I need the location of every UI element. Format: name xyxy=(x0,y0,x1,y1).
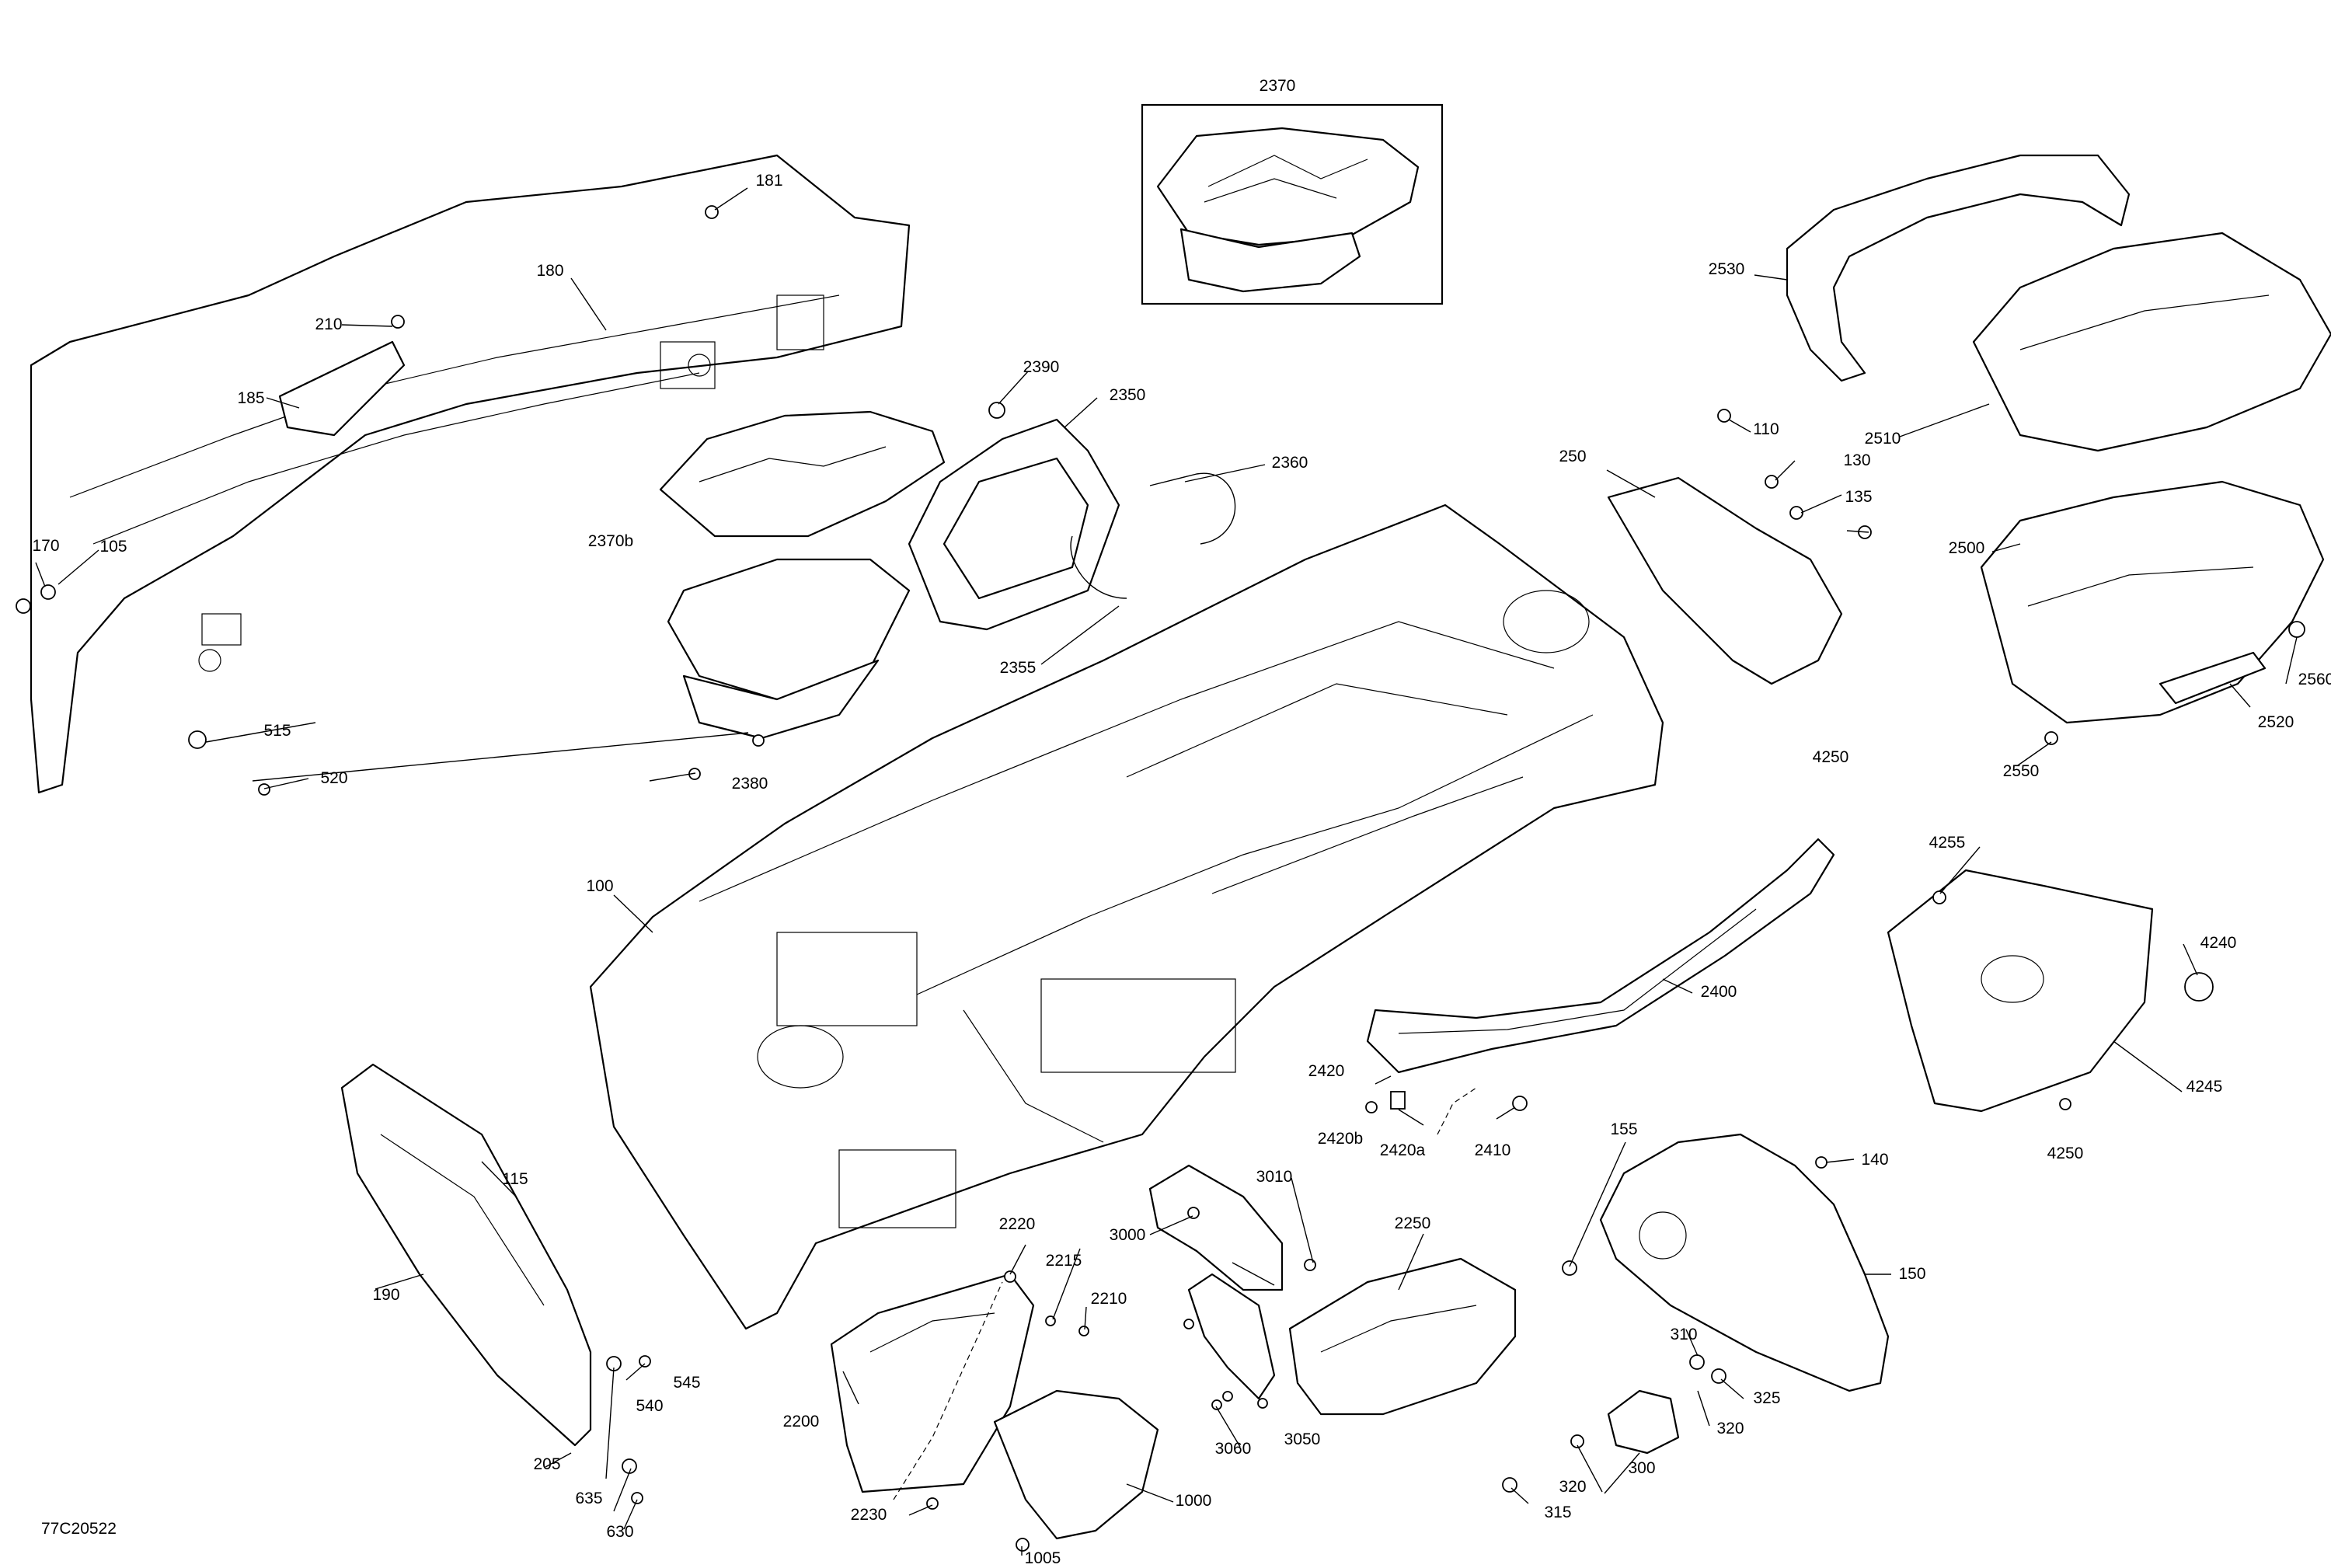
clip-2420b xyxy=(1365,1101,1378,1113)
callout-2370: 2370 xyxy=(1260,77,1296,95)
callout-315: 315 xyxy=(1544,1504,1571,1521)
cover-4245 xyxy=(1887,869,2154,1113)
leader-lines xyxy=(35,187,2298,1556)
callout-2410: 2410 xyxy=(1475,1141,1511,1159)
clip-2420a xyxy=(1390,1091,1406,1110)
center-panel-2250 xyxy=(1288,1257,1517,1416)
callout-2360: 2360 xyxy=(1272,454,1308,472)
callout-labels: 2370 181 180 210 185 170 105 515 520 239… xyxy=(32,77,2331,1567)
side-cover-150 xyxy=(1599,1133,1890,1392)
callout-2520: 2520 xyxy=(2258,713,2294,731)
callout-210: 210 xyxy=(315,315,342,333)
callout-2210: 2210 xyxy=(1091,1290,1127,1308)
callout-105: 105 xyxy=(99,538,127,556)
callout-310: 310 xyxy=(1670,1326,1697,1343)
drawing-id: 77C20522 xyxy=(41,1520,117,1538)
callout-185: 185 xyxy=(237,389,264,407)
callout-520: 520 xyxy=(320,769,347,787)
callout-181: 181 xyxy=(755,172,782,190)
gauge-bezel-2350 xyxy=(908,418,1120,631)
callout-320-left: 320 xyxy=(1559,1478,1586,1496)
bracket-185 xyxy=(278,340,406,437)
seat-cover-2370b xyxy=(659,410,946,538)
callout-3050: 3050 xyxy=(1284,1430,1321,1448)
callout-545: 545 xyxy=(673,1374,700,1392)
callout-205: 205 xyxy=(533,1455,560,1473)
callout-110: 110 xyxy=(1753,420,1779,438)
callout-1005: 1005 xyxy=(1025,1549,1061,1567)
callout-100: 100 xyxy=(586,877,613,895)
inset-box-2370 xyxy=(1141,103,1444,305)
callout-2390: 2390 xyxy=(1023,358,1060,376)
callout-2355: 2355 xyxy=(1000,659,1037,677)
callout-2420b: 2420b xyxy=(1318,1130,1363,1148)
callout-150: 150 xyxy=(1898,1265,1925,1283)
callout-2510: 2510 xyxy=(1865,430,1901,448)
rear-frame-rail-180 xyxy=(30,154,911,794)
callout-2250: 2250 xyxy=(1395,1214,1431,1232)
callout-2230: 2230 xyxy=(851,1506,887,1524)
callout-3060: 3060 xyxy=(1215,1440,1252,1458)
callout-325: 325 xyxy=(1753,1389,1780,1407)
callout-4240: 4240 xyxy=(2200,934,2237,952)
cap-4240 xyxy=(2184,972,2214,1002)
callout-2560: 2560 xyxy=(2298,671,2331,688)
callout-320-right: 320 xyxy=(1716,1420,1744,1437)
callout-190: 190 xyxy=(372,1286,399,1304)
side-panel-190 xyxy=(340,1063,592,1447)
grab-bar-2400 xyxy=(1366,838,1835,1074)
callout-3010: 3010 xyxy=(1256,1168,1293,1186)
latch-300 xyxy=(1607,1389,1680,1455)
callout-2215: 2215 xyxy=(1046,1252,1082,1270)
callout-4245: 4245 xyxy=(2186,1078,2223,1096)
storage-box-2380 xyxy=(667,558,911,740)
callout-1000: 1000 xyxy=(1176,1492,1212,1510)
callout-180: 180 xyxy=(536,262,563,280)
callout-2530: 2530 xyxy=(1709,260,1745,278)
trim-3000 xyxy=(1148,1164,1284,1291)
strip-2520 xyxy=(2159,651,2267,705)
callout-2550: 2550 xyxy=(2003,762,2040,780)
callout-300: 300 xyxy=(1628,1459,1655,1477)
callout-515: 515 xyxy=(263,722,291,740)
callout-2500: 2500 xyxy=(1949,539,1985,557)
console-panel-3050 xyxy=(1187,1273,1276,1400)
callout-630: 630 xyxy=(606,1523,633,1541)
seal-2360 xyxy=(1149,472,1236,545)
callout-130: 130 xyxy=(1843,451,1870,469)
callout-140: 140 xyxy=(1861,1151,1888,1169)
callout-2350: 2350 xyxy=(1110,386,1146,404)
callout-4255: 4255 xyxy=(1929,834,1966,852)
callout-2400: 2400 xyxy=(1701,983,1737,1001)
storage-box-2500 xyxy=(1980,480,2325,724)
handle-2530 xyxy=(1786,154,2131,382)
glovebox-frame-2200 xyxy=(830,1273,1035,1493)
callout-155: 155 xyxy=(1610,1120,1637,1138)
callout-2420: 2420 xyxy=(1308,1062,1345,1080)
box-cover-2510 xyxy=(1972,232,2331,452)
glovebox-1000 xyxy=(993,1389,1159,1540)
callout-3000: 3000 xyxy=(1110,1226,1146,1244)
callout-250: 250 xyxy=(1559,448,1586,465)
callout-540: 540 xyxy=(636,1397,663,1415)
callout-4250-top: 4250 xyxy=(1813,748,1849,766)
callout-170: 170 xyxy=(32,537,59,555)
callout-135: 135 xyxy=(1845,488,1872,506)
callout-115: 115 xyxy=(502,1170,528,1188)
callout-635: 635 xyxy=(575,1490,602,1507)
callout-2200: 2200 xyxy=(783,1413,820,1430)
seal-2355 xyxy=(1070,535,1127,599)
side-bracket-250 xyxy=(1607,476,1843,685)
callout-2370b: 2370b xyxy=(588,532,633,550)
callout-2380: 2380 xyxy=(732,775,768,793)
dashboard-100 xyxy=(589,504,1664,1330)
callout-2220: 2220 xyxy=(999,1215,1036,1233)
callout-2420a: 2420a xyxy=(1380,1141,1426,1159)
callout-4250-bottom: 4250 xyxy=(2047,1145,2084,1162)
